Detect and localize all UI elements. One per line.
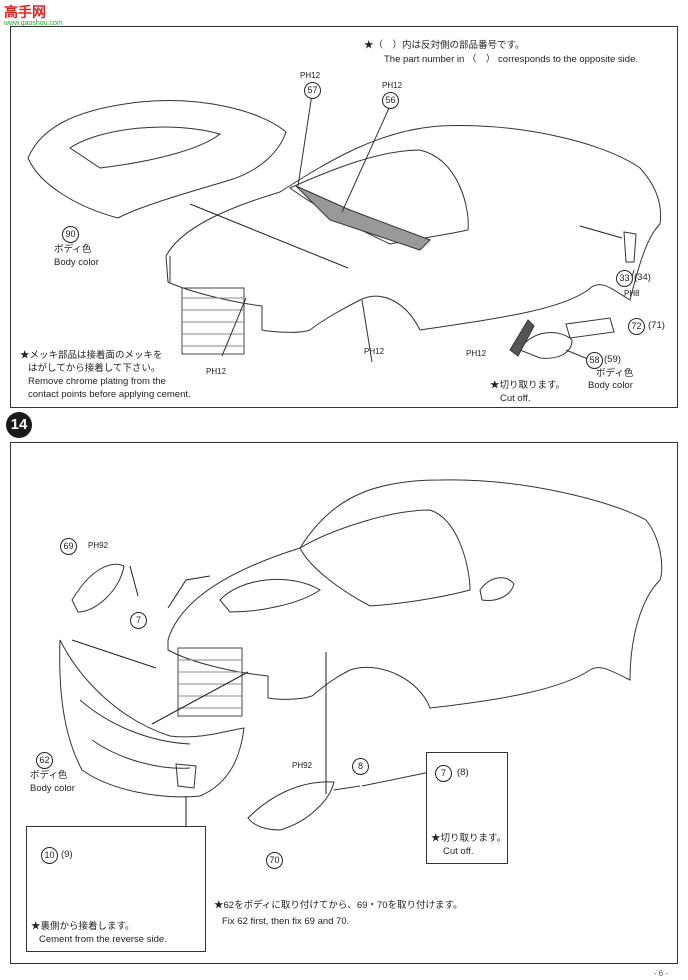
cut-part-8-number: (8)	[457, 767, 469, 778]
part-71-number: (71)	[648, 320, 665, 331]
ph92-label-70: PH92	[292, 761, 313, 770]
watermark-main: 高手网	[4, 4, 46, 20]
watermark-sub: www.gaoshou.com	[4, 20, 63, 27]
chrome-note-jp-1: ★メッキ部品は接着面のメッキを	[20, 350, 163, 361]
mirror-top	[519, 332, 573, 359]
top-cut-en: Cut off.	[500, 393, 531, 404]
front-bumper	[59, 639, 245, 798]
page-footer: - 6 -	[653, 969, 668, 978]
part-69-number: 69	[60, 538, 77, 555]
fix-order-en: Fix 62 first, then fix 69 and 70.	[222, 916, 350, 927]
fix-order-jp: ★62をボディに取り付けてから、69・70を取り付けます。	[214, 900, 463, 911]
mirror-color-en: Body color	[588, 380, 633, 391]
part-57-number: 57	[304, 82, 321, 99]
part-70	[247, 781, 335, 831]
part-70-number: 70	[266, 852, 283, 869]
part-62-color-en: Body color	[30, 783, 75, 794]
part-59-number: (59)	[604, 354, 621, 365]
ph12-label-grille: PH12	[206, 367, 227, 376]
part-90-color-en: Body color	[54, 257, 99, 268]
chrome-note-en-2: contact points before applying cement.	[28, 389, 191, 400]
part-8-number: 8	[352, 758, 369, 775]
ph8-label: PH8	[624, 289, 640, 298]
part-62-color-jp: ボディ色	[30, 770, 68, 781]
part-56-number: 56	[382, 92, 399, 109]
reverse-side-inset: 10 (9) ★裏側から接着します。 Cement from the rever…	[26, 826, 206, 952]
inset-note-en: Cement from the reverse side.	[39, 934, 167, 945]
cut-part-7-number: 7	[435, 765, 452, 782]
ph12-label-57: PH12	[300, 71, 321, 80]
ph12-label-mirror: PH12	[466, 349, 487, 358]
car-body-bottom	[167, 479, 663, 709]
top-cut-jp: ★切り取ります。	[490, 380, 566, 391]
part-69	[71, 563, 125, 613]
inset-part-10-number: 10	[41, 847, 58, 864]
mirror-color-jp: ボディ色	[596, 368, 634, 379]
ph12-label-body: PH12	[364, 347, 385, 356]
opposite-side-note-en: The part number in （ ） corresponds to th…	[384, 54, 638, 65]
bottom-cut-jp: ★切り取ります。	[431, 833, 507, 844]
part-90-number: 90	[62, 226, 79, 243]
part-34-number: (34)	[634, 272, 651, 283]
inset-part-9-number: (9)	[61, 849, 73, 860]
grille-mesh	[181, 287, 245, 355]
part-72-number: 72	[628, 318, 645, 335]
part-58-number: 58	[586, 352, 603, 369]
chrome-note-jp-2: はがしてから接着して下さい。	[28, 363, 161, 374]
car-body-top	[165, 124, 662, 333]
part-7-number: 7	[130, 612, 147, 629]
part-90-color-jp: ボディ色	[54, 244, 92, 255]
grille-mesh-bottom	[177, 647, 243, 717]
opposite-side-note-jp: ★（ ）内は反対側の部品番号です。	[364, 40, 525, 51]
ph92-label-69: PH92	[88, 541, 109, 550]
watermark-logo: 高手网 www.gaoshou.com	[4, 2, 63, 27]
ph12-label-56: PH12	[382, 81, 403, 90]
part-33-number: 33	[616, 270, 633, 287]
part-62-number: 62	[36, 752, 53, 769]
chrome-note-en-1: Remove chrome plating from the	[28, 376, 166, 387]
bottom-cut-en: Cut off.	[443, 846, 474, 857]
cut-off-detail-box: 7 (8) ★切り取ります。 Cut off.	[426, 752, 508, 864]
inset-note-jp: ★裏側から接着します。	[31, 921, 135, 932]
hood-part	[27, 100, 287, 219]
step-14-badge: 14	[6, 412, 32, 438]
